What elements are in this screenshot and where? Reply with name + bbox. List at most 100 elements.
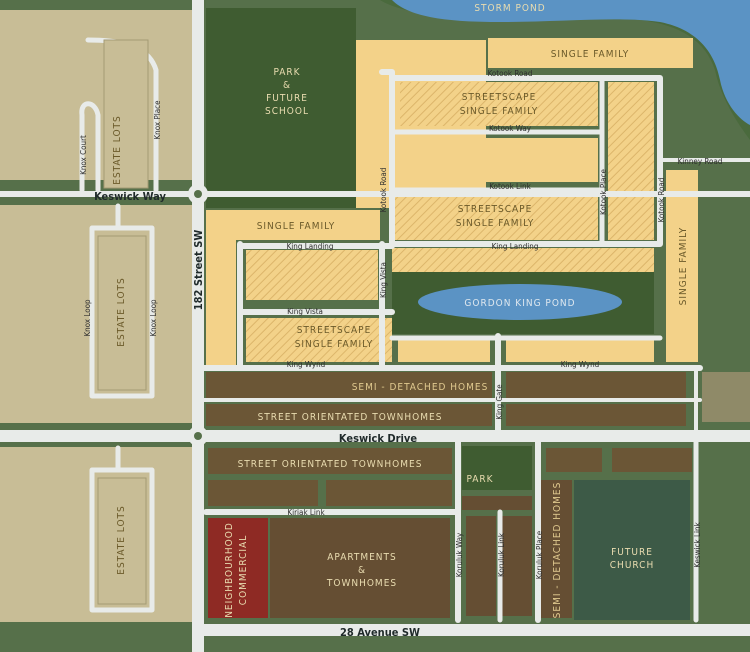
label-neighbourhood-2: COMMERCIAL (238, 535, 249, 605)
label-park-1: PARK (273, 67, 300, 78)
label-future-church-2: CHURCH (610, 560, 654, 571)
label-park-3: FUTURE (266, 93, 308, 104)
east-green (700, 448, 750, 618)
edge-block (702, 372, 750, 422)
townhome-corner (206, 372, 236, 398)
road-kinney-road: Kinney Road (678, 157, 723, 166)
road-kotook-place: Kotook Place (599, 168, 608, 215)
road-king-vista-2: King Vista (379, 262, 388, 298)
streetscape-block-1 (400, 82, 598, 126)
label-townhomes-2: STREET ORIENTATED TOWNHOMES (238, 459, 423, 470)
semi-detached-block-2 (506, 372, 686, 398)
single-family-top (488, 38, 693, 68)
townhomes-block-5 (546, 448, 602, 472)
streetscape-block-king (246, 250, 378, 300)
townhomes-block-2 (208, 448, 452, 474)
road-kotook-way: Kotook Way (489, 124, 532, 133)
streetscape-block-north-pond (392, 248, 654, 272)
semi-detached-block-1 (236, 372, 492, 398)
townhomes-block-4 (326, 480, 452, 506)
road-knox-loop-1: Knox Loop (83, 299, 92, 337)
storm-pond-water (392, 0, 750, 125)
road-king-wynd-1: King Wynd (287, 360, 326, 369)
townhomes-block-6 (612, 448, 692, 472)
townhomes-block-1 (206, 404, 492, 426)
label-future-church-1: FUTURE (611, 547, 653, 558)
label-streetscape-3b: SINGLE FAMILY (295, 339, 374, 350)
semi-detached-vertical (540, 480, 572, 618)
estate-area-middle (0, 205, 192, 423)
townhomes-block-1b (506, 404, 686, 426)
roundabout-south-island (194, 432, 202, 440)
label-single-family-top: SINGLE FAMILY (551, 49, 630, 60)
label-semi-detached-1: SEMI - DETACHED HOMES (352, 382, 489, 393)
road-kotook-road-left: Kotook Road (379, 168, 388, 213)
label-streetscape-1b: SINGLE FAMILY (460, 106, 539, 117)
label-park-2: & (283, 80, 291, 91)
road-keswick-drive: Keswick Drive (339, 432, 417, 445)
road-keswick-link: Keswick Link (693, 521, 702, 567)
label-storm-pond: STORM POND (474, 3, 545, 14)
label-neighbourhood-1: NEIGHBOURHOOD (224, 522, 235, 618)
road-kotook-link: Kotook Link (489, 182, 531, 191)
roundabout-north-island (194, 190, 202, 198)
streetscape-block-2 (392, 196, 598, 240)
road-koruluk-place: Koruluk Place (535, 530, 544, 579)
park-future-school (206, 8, 356, 208)
label-park-4: SCHOOL (265, 106, 309, 117)
road-knox-court: Knox Court (79, 135, 88, 175)
label-single-family-left: SINGLE FAMILY (257, 221, 336, 232)
road-kiriak-link: Kiriak Link (287, 508, 325, 517)
apartments-townhomes (270, 518, 450, 618)
label-gordon-king-pond: GORDON KING POND (464, 298, 575, 309)
road-koruluk-link: Koruluk Link (497, 532, 506, 577)
estate-inner-3 (103, 39, 149, 189)
label-estate-3: ESTATE LOTS (116, 505, 127, 574)
label-streetscape-2b: SINGLE FAMILY (456, 218, 535, 229)
label-apartments-3: TOWNHOMES (326, 578, 397, 589)
label-park-bottom: PARK (466, 474, 493, 485)
road-knox-loop-2: Knox Loop (149, 299, 158, 337)
single-family-right (666, 170, 698, 362)
label-streetscape-2a: STREETSCAPE (458, 204, 533, 215)
road-kotook-road-right: Kotook Road (657, 178, 666, 223)
streetscape-block-kotook-place (608, 82, 654, 240)
park-bottom (462, 446, 532, 490)
single-family-block-b (400, 138, 598, 182)
road-koruluk-way: Koruluk Way (455, 532, 464, 577)
road-king-wynd-2: King Wynd (561, 360, 600, 369)
road-kotook-road-top: Kotook Road (488, 69, 533, 78)
road-keswick-way: Keswick Way (94, 190, 166, 203)
neighbourhood-commercial (208, 518, 268, 618)
label-single-family-right: SINGLE FAMILY (678, 227, 689, 306)
estate-inner-1 (97, 235, 147, 391)
label-streetscape-3a: STREETSCAPE (297, 325, 372, 336)
road-182-street: 182 Street SW (192, 230, 205, 311)
road-king-landing-2: King Landing (492, 242, 539, 251)
streetscape-block-3 (246, 318, 392, 362)
road-knox-place: Knox Place (153, 100, 162, 140)
estate-area-bottom (0, 447, 192, 622)
label-townhomes-1: STREET ORIENTATED TOWNHOMES (258, 412, 443, 423)
label-streetscape-1a: STREETSCAPE (462, 92, 537, 103)
townhomes-block-3 (208, 480, 318, 506)
single-family-left (206, 210, 380, 240)
label-estate-2: ESTATE LOTS (116, 277, 127, 346)
road-king-vista-1: King Vista (287, 307, 323, 316)
estate-inner-2 (97, 477, 147, 605)
label-apartments-1: APARTMENTS (327, 552, 397, 563)
road-28-avenue: 28 Avenue SW (340, 626, 420, 639)
park-south-strip (462, 496, 532, 510)
koruluk-lots-1 (466, 516, 496, 616)
single-family-left-strip (206, 240, 236, 366)
koruluk-lots-2 (502, 516, 532, 616)
road-king-gate: King Gate (495, 384, 504, 420)
road-king-landing-1: King Landing (287, 242, 334, 251)
label-apartments-2: & (358, 565, 366, 576)
label-semi-detached-2: SEMI - DETACHED HOMES (552, 482, 563, 619)
future-church (574, 480, 690, 620)
gordon-king-pond-water (418, 284, 622, 320)
